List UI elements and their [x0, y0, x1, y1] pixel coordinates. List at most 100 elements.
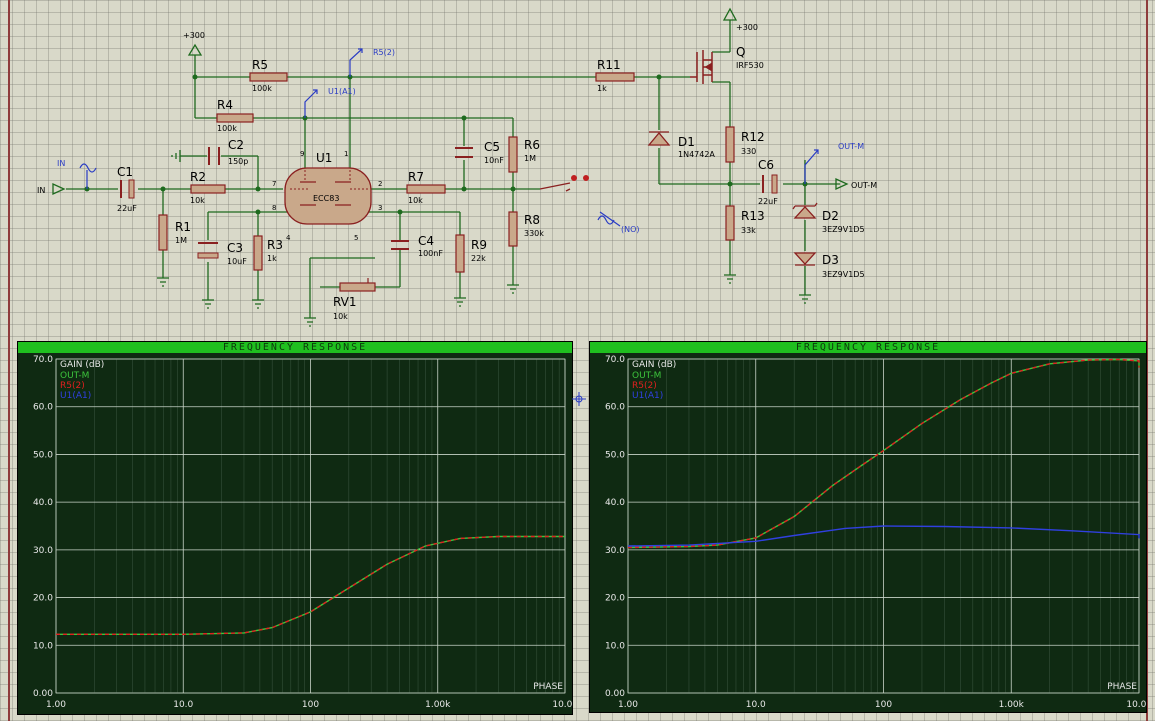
- y-tick-label: 50.0: [605, 450, 625, 460]
- capacitor-c2[interactable]: [208, 147, 220, 165]
- switch-no[interactable]: [539, 175, 589, 192]
- resistor-r11[interactable]: [595, 72, 635, 82]
- potentiometer-rv1[interactable]: [339, 282, 376, 292]
- probe-r5-icon[interactable]: [349, 48, 363, 77]
- capacitor-c3[interactable]: [197, 242, 219, 259]
- graph-plot-left[interactable]: 1.0010.01001.00k10.0k0.0010.020.030.040.…: [18, 342, 572, 714]
- schematic[interactable]: +300 +300 IN OUT-M C1 22uF C2 150p C3 10…: [0, 0, 1155, 340]
- y-tick-label: 10.0: [33, 641, 53, 651]
- r1-ref: R1: [175, 220, 191, 234]
- r9-ref: R9: [471, 238, 487, 252]
- diode-d3[interactable]: [793, 252, 817, 266]
- capacitor-c5[interactable]: [455, 147, 473, 158]
- series-line-r5-2-: [627, 358, 1140, 549]
- pin-5: 5: [354, 234, 358, 242]
- switch-generator-icon[interactable]: [597, 211, 621, 227]
- input-generator-icon[interactable]: [79, 163, 97, 189]
- r7-ref: R7: [408, 170, 424, 184]
- resistor-r1[interactable]: [158, 214, 168, 251]
- d1-value: 1N4742A: [678, 150, 715, 159]
- c4-value: 100nF: [418, 249, 443, 258]
- y-tick-label: 60.0: [33, 403, 53, 413]
- c4-ref: C4: [418, 234, 434, 248]
- r13-value: 33k: [741, 226, 756, 235]
- graph-plot-right[interactable]: 1.0010.01001.00k10.0k0.0010.020.030.040.…: [590, 342, 1146, 712]
- x-tick-label: 10.0: [173, 700, 193, 710]
- u1-ref: U1: [316, 151, 332, 165]
- frequency-graph-right[interactable]: FREQUENCY RESPONSE 1.0010.01001.00k10.0k…: [589, 341, 1147, 713]
- y-tick-label: 0.00: [33, 689, 53, 699]
- u1-value: ECC83: [313, 194, 339, 203]
- x-tick-label: 100: [875, 700, 892, 710]
- probe-out-icon[interactable]: [804, 149, 819, 184]
- resistor-r3[interactable]: [253, 235, 263, 271]
- cursor-marker-icon: [572, 392, 586, 406]
- graph-title[interactable]: FREQUENCY RESPONSE: [18, 342, 572, 353]
- input-terminal[interactable]: [52, 182, 66, 196]
- c5-ref: C5: [484, 140, 500, 154]
- r9-value: 22k: [471, 254, 486, 263]
- rv1-ref: RV1: [333, 295, 357, 309]
- resistor-r13[interactable]: [725, 205, 735, 241]
- r5-value: 100k: [252, 84, 272, 93]
- y-tick-label: 20.0: [33, 594, 53, 604]
- c2-value: 150p: [228, 157, 248, 166]
- resistor-r8[interactable]: [508, 211, 518, 247]
- legend-entry: OUT-M: [632, 371, 661, 381]
- diode-d1[interactable]: [647, 131, 671, 146]
- y-axis-title: GAIN (dB): [632, 360, 676, 370]
- y-tick-label: 50.0: [33, 450, 53, 460]
- c1-ref: C1: [117, 165, 133, 179]
- resistor-r4[interactable]: [216, 113, 254, 123]
- pin-8: 8: [272, 204, 276, 212]
- r4-value: 100k: [217, 124, 237, 133]
- r11-value: 1k: [597, 84, 607, 93]
- series-line-r5-2-: [56, 535, 565, 635]
- graph-title[interactable]: FREQUENCY RESPONSE: [590, 342, 1146, 353]
- diode-d2[interactable]: [792, 202, 818, 219]
- legend-entry: U1(A1): [60, 391, 91, 401]
- c3-value: 10uF: [227, 257, 247, 266]
- power-terminal-left[interactable]: [187, 43, 203, 56]
- capacitor-c4[interactable]: [391, 240, 409, 250]
- d2-value: 3EZ9V1D5: [822, 225, 865, 234]
- power-terminal-right[interactable]: [722, 7, 738, 21]
- frequency-graph-left[interactable]: FREQUENCY RESPONSE 1.0010.01001.00k10.0k…: [17, 341, 573, 715]
- tube-u1[interactable]: [284, 167, 372, 225]
- mosfet-q[interactable]: [690, 50, 713, 84]
- x-tick-label: 1.00k: [999, 700, 1025, 710]
- sheet-border-right: [1146, 0, 1148, 721]
- y-tick-label: 30.0: [605, 546, 625, 556]
- supply-left-label: +300: [183, 31, 205, 40]
- ground-symbols: [157, 150, 811, 327]
- r12-ref: R12: [741, 130, 765, 144]
- output-terminal[interactable]: [835, 177, 849, 191]
- resistor-r6[interactable]: [508, 136, 518, 173]
- pin-2: 2: [378, 180, 382, 188]
- r6-value: 1M: [524, 154, 536, 163]
- r13-ref: R13: [741, 209, 765, 223]
- d2-ref: D2: [822, 209, 839, 223]
- probe-u1-icon[interactable]: [304, 89, 318, 118]
- x-tick-label: 100: [302, 700, 319, 710]
- resistor-r5[interactable]: [249, 72, 288, 82]
- wires: [66, 20, 840, 318]
- y-tick-label: 70.0: [33, 355, 53, 365]
- c6-ref: C6: [758, 158, 774, 172]
- r8-value: 330k: [524, 229, 544, 238]
- x-tick-label: 1.00: [46, 700, 66, 710]
- phase-label: PHASE: [533, 682, 563, 692]
- switch-label: (NO): [621, 225, 640, 234]
- r4-ref: R4: [217, 98, 233, 112]
- input-probe-label: IN: [57, 159, 65, 168]
- capacitor-c6[interactable]: [762, 174, 778, 194]
- c2-ref: C2: [228, 138, 244, 152]
- d3-value: 3EZ9V1D5: [822, 270, 865, 279]
- resistor-r7[interactable]: [406, 184, 446, 194]
- capacitor-c1[interactable]: [120, 179, 135, 199]
- x-tick-label: 10.0: [746, 700, 766, 710]
- resistor-r12[interactable]: [725, 126, 735, 163]
- d1-ref: D1: [678, 135, 695, 149]
- resistor-r9[interactable]: [455, 234, 465, 273]
- resistor-r2[interactable]: [190, 184, 226, 194]
